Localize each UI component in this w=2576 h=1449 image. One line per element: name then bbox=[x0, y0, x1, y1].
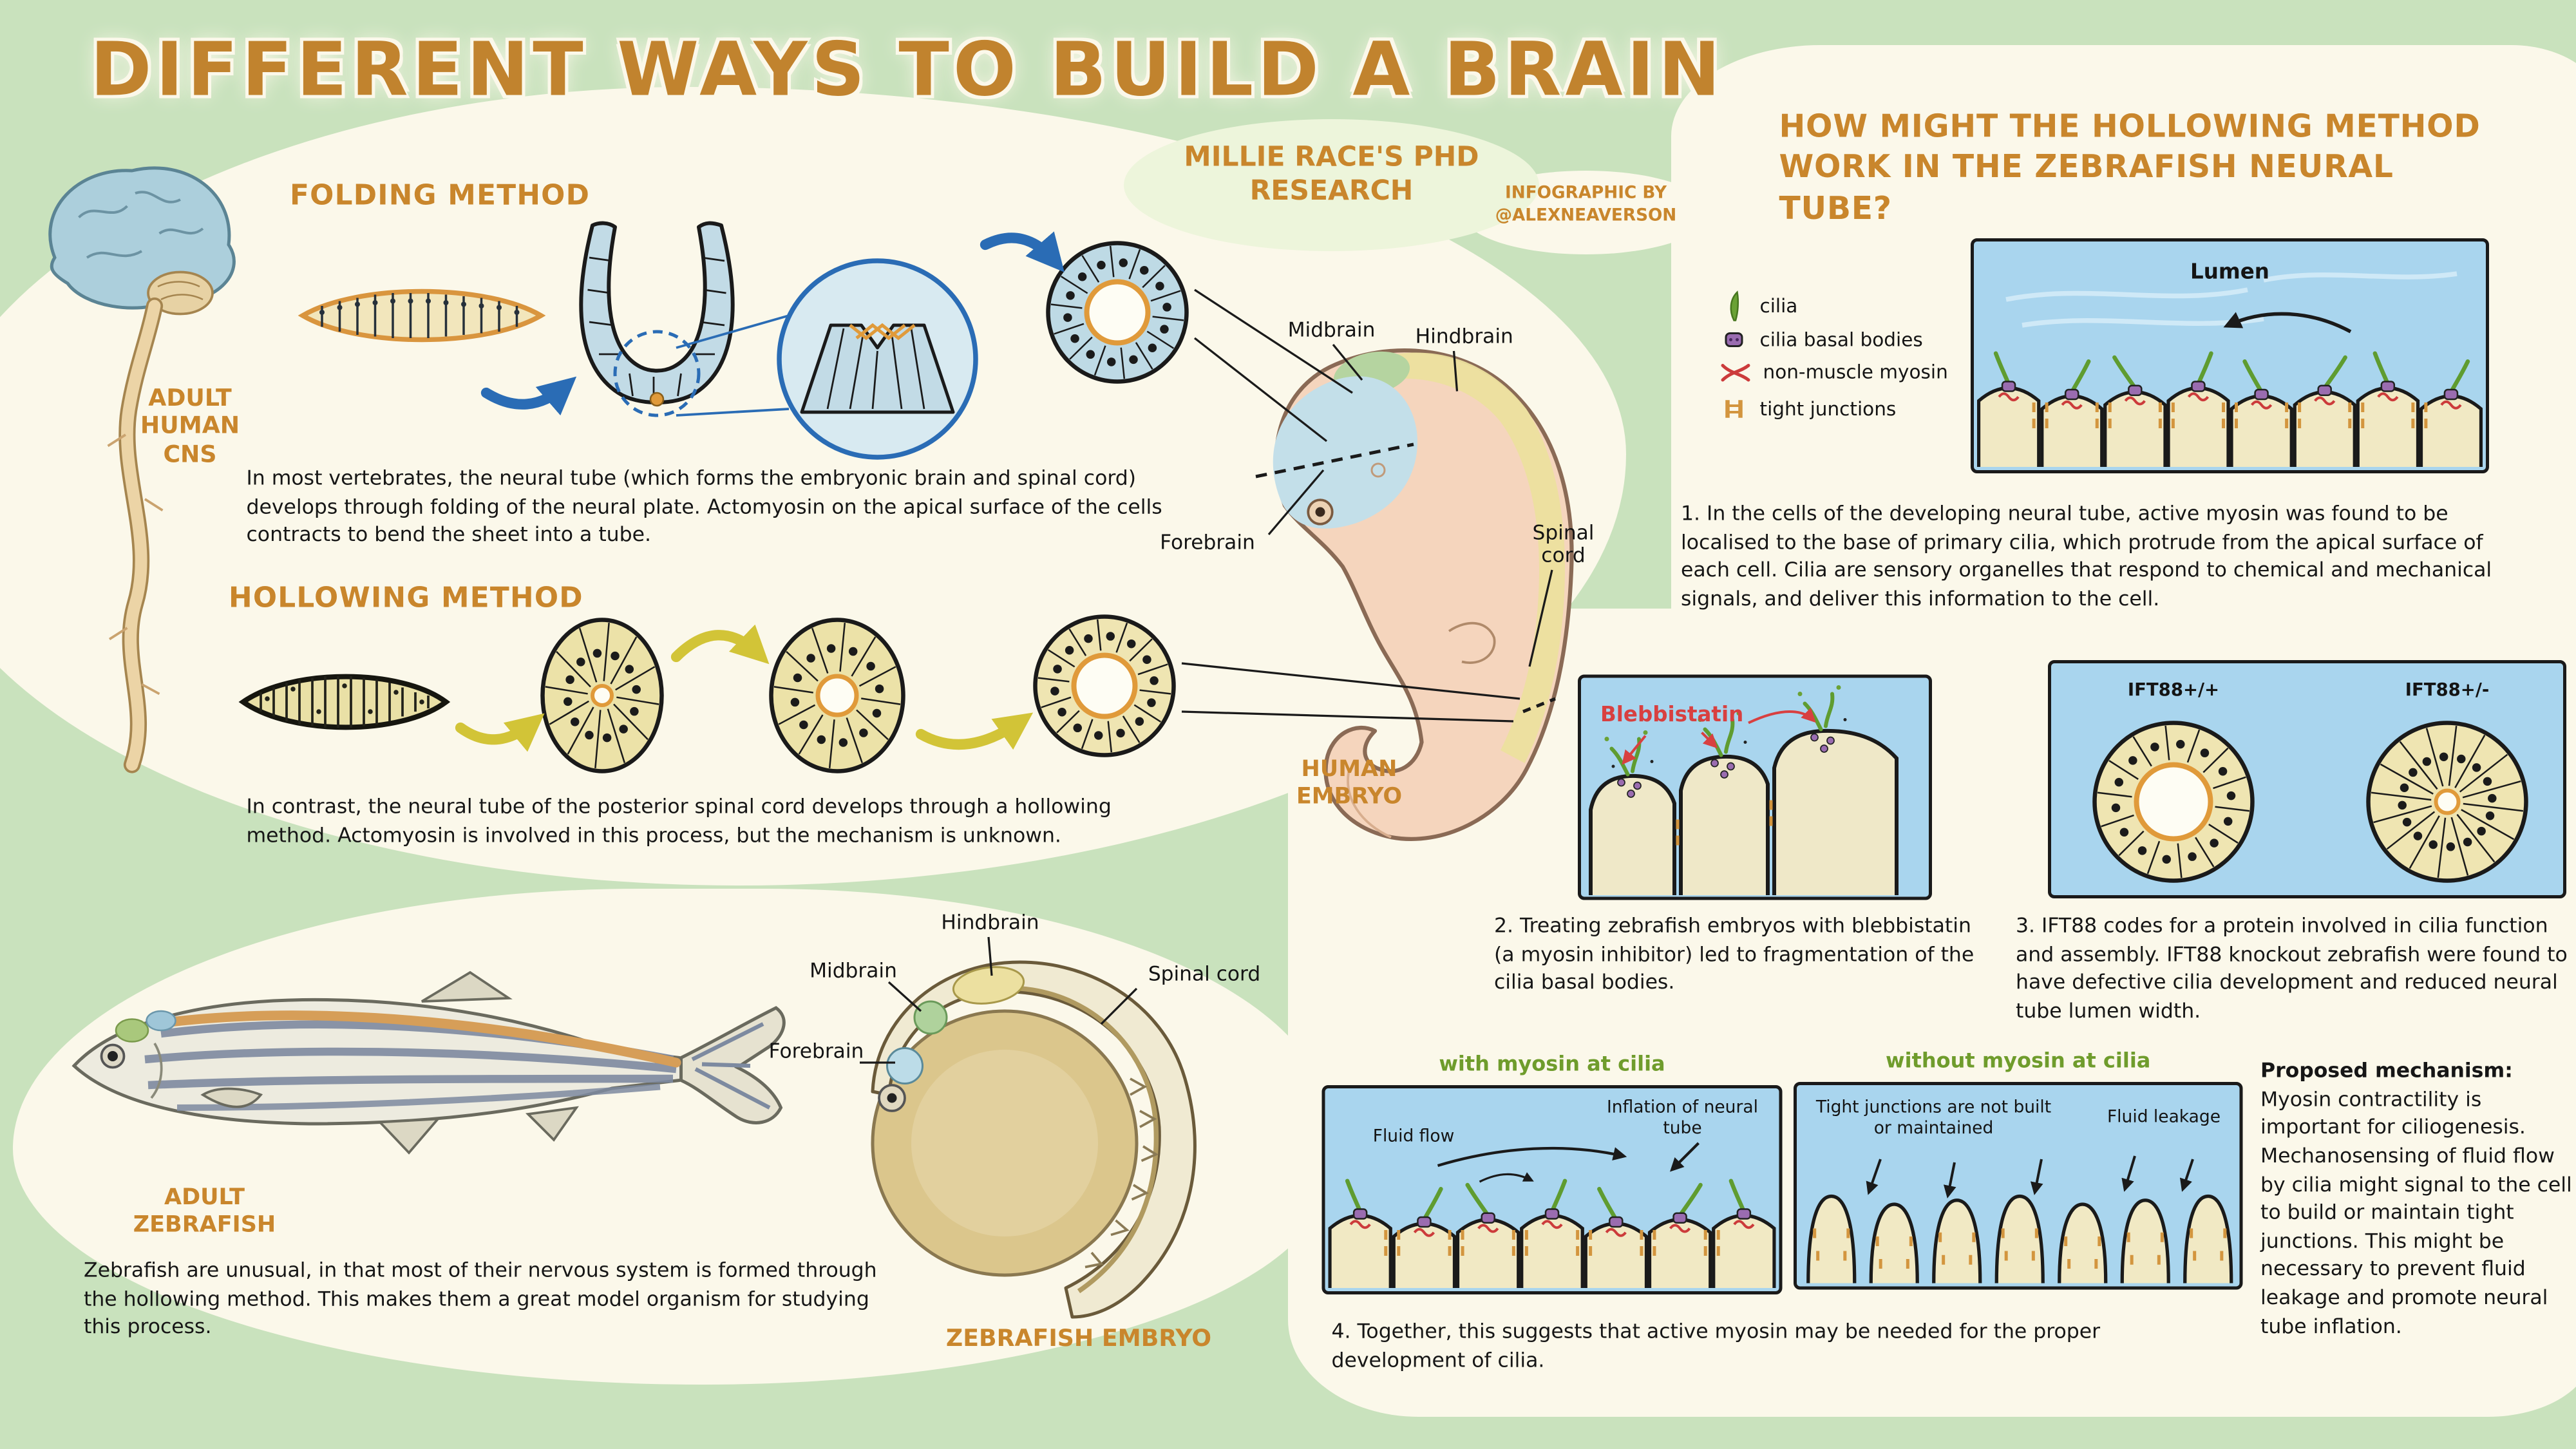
hollowing-rosette-mid-illustration bbox=[766, 615, 908, 776]
legend-item-myosin: non-muscle myosin bbox=[1719, 361, 1948, 383]
proposed-mechanism-text: Myosin contractility is important for ci… bbox=[2260, 1086, 2572, 1338]
apical-surface-magnifier-illustration bbox=[773, 254, 982, 464]
ift88-knockout-cross-section bbox=[2363, 718, 2531, 886]
legend-item-tight-junctions: tight junctions bbox=[1719, 396, 1896, 422]
hollowing-rosette-early-illustration bbox=[538, 615, 667, 776]
with-myosin-panel: Fluid flow Inflation of neural tube bbox=[1321, 1085, 1783, 1294]
lumen-cells-illustration bbox=[1977, 341, 2483, 467]
lumen-diagram-panel: Lumen bbox=[1971, 238, 2489, 473]
non-muscle-myosin-icon bbox=[1719, 361, 1752, 383]
adult-human-cns-illustration bbox=[6, 145, 272, 789]
with-myosin-decorations bbox=[1437, 1142, 1700, 1183]
adult-zebrafish-caption: ADULT ZEBRAFISH bbox=[133, 1185, 276, 1238]
zebrafish-embryo-hindbrain-label: Hindbrain bbox=[941, 909, 1039, 934]
infographic-credit: INFOGRAPHIC BY @ALEXNEAVERSON bbox=[1495, 184, 1677, 225]
adult-zebrafish-illustration bbox=[48, 960, 821, 1169]
fluid-flow-label: Fluid flow bbox=[1372, 1127, 1455, 1146]
cilia-icon bbox=[1719, 290, 1748, 322]
human-embryo-forebrain-label: Forebrain bbox=[1160, 529, 1255, 554]
adult-human-cns-label: ADULT HUMAN CNS bbox=[140, 386, 240, 468]
research-credit: MILLIE RACE'S PHD RESEARCH bbox=[1184, 142, 1479, 209]
human-embryo-hindbrain-label: Hindbrain bbox=[1415, 323, 1513, 348]
folding-method-heading: FOLDING METHOD bbox=[290, 180, 591, 213]
blebbistatin-label: Blebbistatin bbox=[1600, 703, 1744, 728]
human-embryo-spinal-cord-label: Spinal cord bbox=[1532, 520, 1595, 567]
lumen-label: Lumen bbox=[2190, 261, 2269, 285]
proposed-mechanism-block: Proposed mechanism: Myosin contractility… bbox=[2260, 1056, 2576, 1340]
step4-text: 4. Together, this suggests that active m… bbox=[1331, 1318, 2101, 1372]
lumen-panel-decorations bbox=[2005, 271, 2458, 334]
zebrafish-embryo-illustration bbox=[763, 902, 1246, 1329]
research-blob bbox=[1124, 119, 1539, 251]
without-myosin-heading: without myosin at cilia bbox=[1886, 1050, 2151, 1074]
hollowing-method-text: In contrast, the neural tube of the post… bbox=[246, 793, 1112, 847]
fluid-leakage-label: Fluid leakage bbox=[2107, 1108, 2221, 1127]
legend-label: cilia bbox=[1759, 294, 1798, 317]
folding-tube-illustration bbox=[557, 213, 759, 419]
folding-method-text: In most vertebrates, the neural tube (wh… bbox=[246, 465, 1162, 547]
without-myosin-cells-illustration bbox=[1800, 1168, 2240, 1283]
legend-label: non-muscle myosin bbox=[1763, 361, 1948, 383]
neural-plate-illustration bbox=[293, 274, 551, 357]
hollowing-method-heading: HOLLOWING METHOD bbox=[229, 583, 583, 615]
step2-text: 2. Treating zebrafish embryos with blebb… bbox=[1494, 913, 1975, 994]
zebrafish-embryo-caption: ZEBRAFISH EMBRYO bbox=[945, 1327, 1212, 1352]
with-myosin-heading: with myosin at cilia bbox=[1439, 1053, 1665, 1077]
zebrafish-embryo-forebrain-label: Forebrain bbox=[768, 1038, 864, 1063]
human-embryo-caption: HUMAN EMBRYO bbox=[1296, 757, 1403, 810]
without-myosin-panel: Tight junctions are not built or maintai… bbox=[1794, 1082, 2243, 1290]
hollowing-plate-illustration bbox=[235, 657, 453, 746]
zebrafish-embryo-midbrain-label: Midbrain bbox=[810, 958, 897, 982]
without-myosin-decorations bbox=[1866, 1155, 2194, 1198]
tight-junctions-icon bbox=[1719, 396, 1748, 422]
blebbistatin-cells-illustration bbox=[1589, 685, 1899, 895]
proposed-mechanism-heading: Proposed mechanism: bbox=[2260, 1057, 2513, 1083]
zebrafish-embryo-spinal-cord-label: Spinal cord bbox=[1148, 961, 1261, 985]
blebbistatin-diagram-panel: Blebbistatin bbox=[1578, 674, 1932, 900]
right-heading: HOW MIGHT THE HOLLOWING METHOD WORK IN T… bbox=[1779, 108, 2481, 227]
page-title: DIFFERENT WAYS TO BUILD A BRAIN bbox=[90, 26, 1725, 113]
with-myosin-cells-illustration bbox=[1328, 1169, 1776, 1288]
tight-junctions-note-label: Tight junctions are not built or maintai… bbox=[1815, 1098, 2052, 1139]
ift88-wildtype-label: IFT88+/+ bbox=[2127, 679, 2220, 701]
cilia-basal-bodies-icon bbox=[1719, 325, 1748, 354]
legend-item-basal-bodies: cilia basal bodies bbox=[1719, 325, 1923, 354]
step3-text: 3. IFT88 codes for a protein involved in… bbox=[2016, 913, 2568, 1023]
ift88-diagram-panel: IFT88+/+ IFT88+/- bbox=[2048, 660, 2566, 898]
human-embryo-midbrain-label: Midbrain bbox=[1287, 317, 1376, 341]
ift88-knockout-label: IFT88+/- bbox=[2405, 679, 2490, 701]
hollowing-cross-section-illustration bbox=[1030, 612, 1179, 760]
inflation-label: Inflation of neural tube bbox=[1607, 1098, 1758, 1139]
step1-text: 1. In the cells of the developing neural… bbox=[1681, 500, 2492, 611]
zebrafish-text: Zebrafish are unusual, in that most of t… bbox=[84, 1257, 877, 1339]
legend-label: tight junctions bbox=[1759, 397, 1897, 421]
legend-label: cilia basal bodies bbox=[1759, 328, 1923, 351]
legend-item-cilia: cilia bbox=[1719, 290, 1797, 322]
folding-cross-section-illustration bbox=[1043, 238, 1191, 386]
ift88-wildtype-cross-section bbox=[2090, 718, 2257, 886]
